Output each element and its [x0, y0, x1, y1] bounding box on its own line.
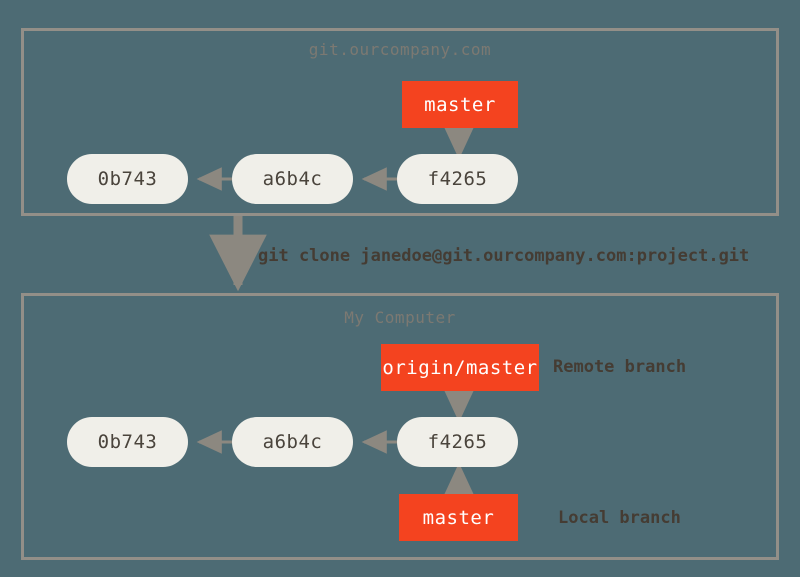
- branch-label-master-server[interactable]: master: [402, 81, 518, 128]
- commit-node[interactable]: f4265: [397, 417, 518, 467]
- commit-node[interactable]: 0b743: [67, 417, 188, 467]
- clone-command-text: git clone janedoe@git.ourcompany.com:pro…: [258, 246, 750, 266]
- local-zone: My Computer: [21, 293, 779, 560]
- remote-branch-annotation: Remote branch: [553, 357, 687, 377]
- server-zone: git.ourcompany.com: [21, 28, 779, 216]
- branch-label-origin-master[interactable]: origin/master: [381, 344, 539, 391]
- commit-node[interactable]: f4265: [397, 154, 518, 204]
- local-branch-annotation: Local branch: [558, 508, 681, 528]
- commit-node[interactable]: a6b4c: [232, 154, 353, 204]
- commit-node[interactable]: a6b4c: [232, 417, 353, 467]
- commit-node[interactable]: 0b743: [67, 154, 188, 204]
- local-zone-title: My Computer: [344, 308, 456, 327]
- branch-label-master-local[interactable]: master: [399, 494, 518, 541]
- server-zone-title: git.ourcompany.com: [308, 40, 492, 59]
